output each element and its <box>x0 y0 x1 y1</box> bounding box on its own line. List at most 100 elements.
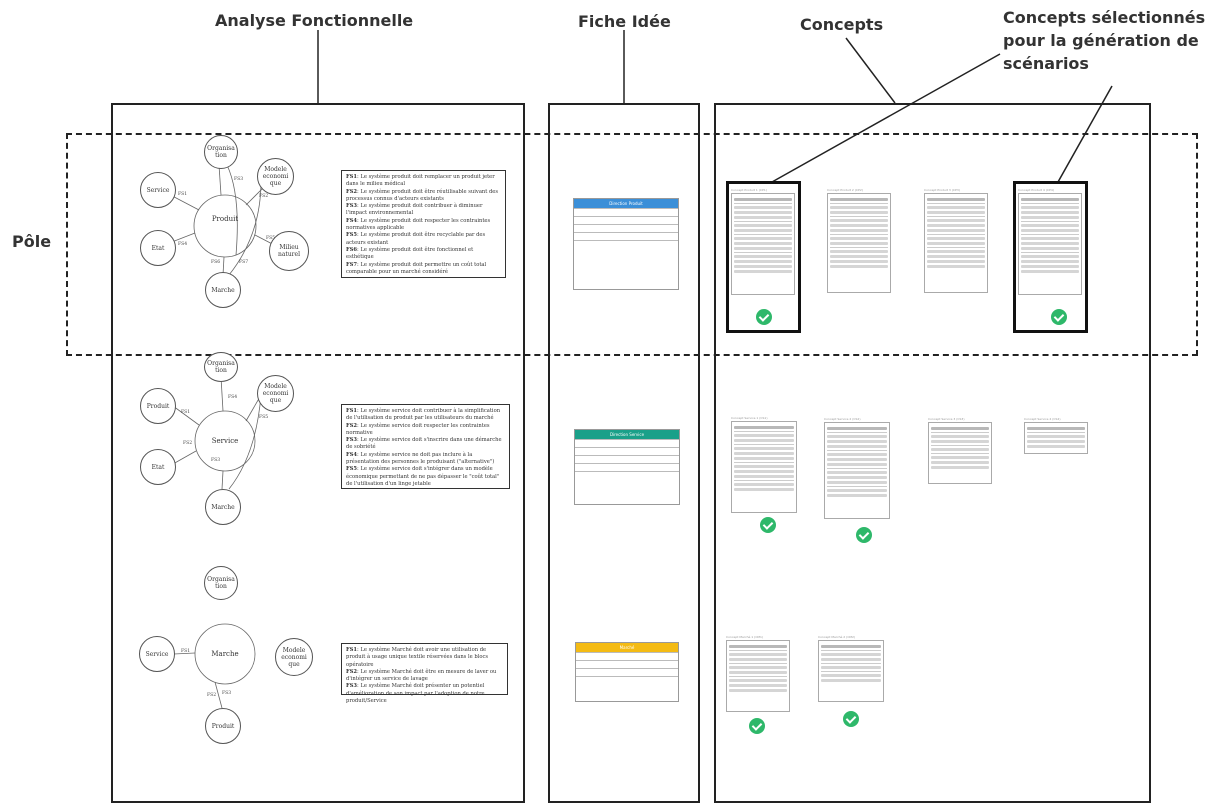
center-marche: Marche <box>211 650 239 658</box>
node-service: Service <box>140 172 176 208</box>
node-modele-economique: Modele economi que <box>275 638 313 676</box>
edge-label: FS4 <box>178 241 187 247</box>
edge-label: FS2 <box>207 692 216 698</box>
heading-fiche-idee: Fiche Idée <box>578 12 671 31</box>
diagram-marche: FS1 FS2 FS3 <box>173 623 256 709</box>
check-circle-icon <box>756 309 772 325</box>
function-fs4: FS4: Le système service ne doit pas incl… <box>346 451 495 466</box>
concept-title: Concept Produit 2 (CP2) <box>827 188 863 192</box>
fiche-header: Direction Produit <box>574 199 678 208</box>
edge-label: FS1 <box>181 648 190 654</box>
fiche-header: Marché <box>576 643 678 652</box>
function-fs1: FS1: Le système produit doit remplacer u… <box>346 174 495 188</box>
node-organisation: Organisa tion <box>204 135 238 169</box>
function-fs1: FS1: Le système service doit contribuer … <box>346 408 501 422</box>
concept-card[interactable]: Concept Produit 1 (CP1) <box>731 187 795 299</box>
node-produit: Produit <box>205 708 241 744</box>
edge-label: FS7 <box>239 259 248 265</box>
edge-label: FS3 <box>222 690 231 696</box>
edge-label: FS5 <box>266 235 275 241</box>
concept-title: Concept Service 3 (CS3) <box>928 417 965 421</box>
function-fs1: FS1: Le système Marché doit avoir une ut… <box>346 647 489 668</box>
concept-card[interactable]: Concept Produit 2 (CP2) <box>827 187 891 299</box>
functions-box-service: FS1: Le système service doit contribuer … <box>341 404 510 489</box>
node-milieu-naturel: Milieu naturel <box>269 231 309 271</box>
heading-selected-concepts: Concepts sélectionnés pour la génération… <box>1003 6 1218 75</box>
edge-label: FS1 <box>178 191 187 197</box>
edge-label: FS1 <box>181 409 190 415</box>
selected-concept-box <box>1013 181 1088 333</box>
line-selected-1 <box>771 53 1001 183</box>
edge-label: FS3 <box>211 457 220 463</box>
fiche-marche: Marché <box>575 642 679 702</box>
node-organisation: Organisa tion <box>204 566 238 600</box>
check-circle-icon <box>856 527 872 543</box>
concept-title: Concept Produit 3 (CP3) <box>924 188 960 192</box>
concept-card[interactable]: Concept Service 2 (CS2) <box>824 416 890 519</box>
check-circle-icon <box>749 718 765 734</box>
concept-card[interactable]: Concept Service 3 (CS3) <box>928 416 992 486</box>
function-fs3: FS3: Le système service doit s'inscrire … <box>346 437 502 451</box>
function-fs3: FS3: Le système Marché doit présenter un… <box>346 683 485 705</box>
node-etat: Etat <box>140 230 176 266</box>
node-service: Service <box>139 636 175 672</box>
edge-label: FS2 <box>259 193 268 199</box>
function-fs5: FS5: Le système produit doit être recycl… <box>346 232 486 246</box>
selected-heading-line-3: scénarios <box>1003 54 1089 73</box>
concept-title: Concept Service 4 (CS4) <box>1024 417 1061 421</box>
circle-marche <box>194 623 256 685</box>
center-service: Service <box>211 437 239 445</box>
function-fs5: FS5: Le système service doit s'intégrer … <box>346 466 500 487</box>
concept-title: Concept Produit 1 (CP1) <box>731 188 767 192</box>
circle-service <box>194 410 256 472</box>
concept-card[interactable]: Concept Service 4 (CS4) <box>1024 416 1088 456</box>
pole-dashed-box <box>66 133 1198 356</box>
heading-analyse-fonctionnelle: Analyse Fonctionnelle <box>215 11 414 30</box>
diagram-service: FS1 FS2 FS3 FS4 FS5 <box>172 376 268 490</box>
check-circle-icon <box>843 711 859 727</box>
node-modele-economique: Modele economi que <box>257 158 294 195</box>
fiche-header: Direction Service <box>575 430 679 439</box>
concept-card[interactable]: Concept Marché 2 (CM2) <box>818 634 884 704</box>
check-circle-icon <box>760 517 776 533</box>
node-marche: Marche <box>205 272 241 308</box>
function-fs7: FS7: Le système produit doit permettre u… <box>346 261 487 275</box>
concept-card[interactable]: Concept Service 1 (CS1) <box>731 415 797 515</box>
concept-card[interactable]: Concept Produit 4 (CP4) <box>1018 187 1082 299</box>
node-produit: Produit <box>140 388 176 424</box>
line-concepts <box>845 37 896 104</box>
node-etat: Etat <box>140 449 176 485</box>
functions-box-marche: FS1: Le système Marché doit avoir une ut… <box>341 643 508 704</box>
selected-concept-box <box>726 181 801 333</box>
function-fs6: FS6: Le système produit doit être foncti… <box>346 246 474 261</box>
concept-title: Concept Service 2 (CS2) <box>824 417 861 421</box>
node-marche: Marche <box>205 489 241 525</box>
node-modele-economique: Modele economi que <box>257 375 294 412</box>
function-fs3: FS3: Le système produit doit contribuer … <box>346 203 483 217</box>
heading-concepts: Concepts <box>800 15 884 34</box>
concept-title: Concept Marché 1 (CM1) <box>726 635 764 639</box>
function-fs2: FS2: Le système produit doit être réutil… <box>346 188 499 202</box>
check-circle-icon <box>1051 309 1067 325</box>
edge-label: FS3 <box>234 176 243 182</box>
functions-box-produit: FS1: Le système produit doit remplacer u… <box>341 170 506 278</box>
edge-label: FS4 <box>228 394 237 400</box>
concept-title: Concept Marché 2 (CM2) <box>818 635 856 639</box>
concept-card[interactable]: Concept Produit 3 (CP3) <box>924 187 988 299</box>
function-fs2: FS2: Le système Marché doit être en mesu… <box>346 668 497 683</box>
selected-heading-line-1: Concepts sélectionnés <box>1003 8 1206 27</box>
concept-card[interactable]: Concept Marché 1 (CM1) <box>726 634 790 714</box>
node-organisation: Organisa tion <box>204 352 238 382</box>
selected-heading-line-2: pour la génération de <box>1003 31 1199 50</box>
circle-produit <box>193 194 257 258</box>
heading-pole: Pôle <box>12 232 52 251</box>
edge-label: FS6 <box>211 259 220 265</box>
function-fs4: FS4: Le système produit doit respecter l… <box>346 217 491 232</box>
edge-label: FS2 <box>183 440 192 446</box>
fiche-service: Direction Service <box>574 429 680 505</box>
fiche-produit: Direction Produit <box>573 198 679 290</box>
edge-label: FS5 <box>259 414 268 420</box>
concept-title: Concept Service 1 (CS1) <box>731 416 768 420</box>
line-selected-2 <box>1057 85 1113 183</box>
